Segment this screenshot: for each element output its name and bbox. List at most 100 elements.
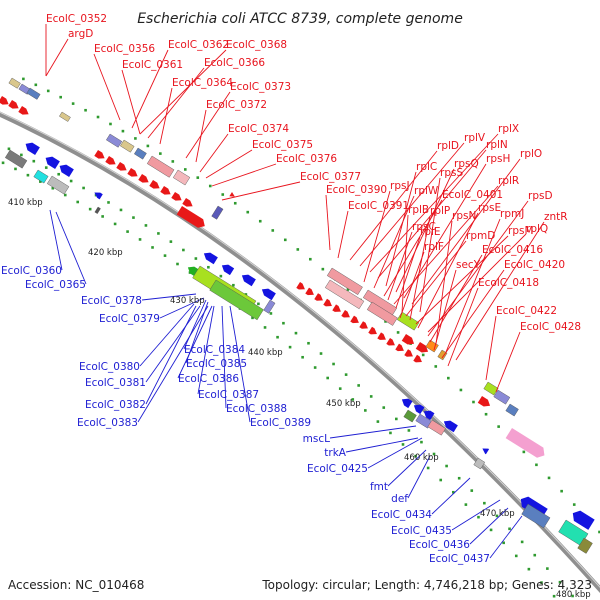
tick-dot [296,248,300,251]
tick-dot [426,466,430,470]
tick-dot [332,362,335,366]
reverse-gene-label: EcolC_0385 [186,358,247,370]
reverse-gene-arrow [443,420,458,433]
tick-dot [283,238,287,242]
tick-dot [520,540,524,544]
forward-leader-line [427,233,527,333]
reverse-gene-arrow [221,264,235,276]
tick-dot [364,409,367,412]
gene-block [8,77,21,89]
tick-dot [514,554,518,558]
tick-dot [76,200,80,204]
tick-dot [309,257,312,261]
forward-leader-line [383,199,443,297]
reverse-gene-arrow [423,410,435,421]
forward-gene-arrow [8,100,19,109]
tick-dot [407,429,411,432]
tick-dot [326,376,329,380]
tick-dot [269,312,273,315]
forward-gene-label: rplB [408,204,429,216]
forward-gene-label: EcolC_0418 [478,277,539,289]
forward-gene-label: rpsC [412,221,436,233]
forward-gene-arrow [413,354,422,363]
reverse-leader-line [145,305,201,383]
forward-leader-line [403,163,487,299]
reverse-leader-line [159,297,205,319]
gene-block [403,409,417,423]
reverse-gene-label: EcolC_0384 [184,344,245,356]
forward-gene-arrow [332,304,341,312]
reverse-gene-label: EcolC_0360 [1,265,62,277]
tick-dot [420,440,423,444]
tick-dot [470,489,474,492]
reverse-leader-line [139,303,195,367]
reverse-gene-label: EcolC_0379 [99,313,160,325]
forward-gene-label: EcolC_0361 [122,59,183,71]
gene-block [209,279,264,321]
forward-gene-label: EcolC_0352 [46,13,107,25]
tick-dot [376,420,380,423]
forward-leader-line [349,150,438,261]
tick-dot [276,335,279,339]
forward-gene-arrow [105,156,116,165]
forward-gene-arrow [94,150,105,159]
tick-dot [357,384,360,387]
forward-leader-line [121,69,141,135]
gene-block [146,155,175,178]
tick-dot [414,454,417,458]
tick-dot [389,431,392,435]
tick-dot [258,219,262,223]
tick-dot [508,527,511,531]
forward-leader-line [433,269,457,351]
forward-gene-arrow [171,192,182,201]
tick-dot [319,352,323,355]
tick-dot [552,594,556,598]
tick-dot [282,321,285,325]
forward-gene-label: rpsN [452,210,476,222]
reverse-gene-arrow [25,142,40,156]
tick-dot [288,345,292,349]
forward-gene-label: rpsH [486,153,510,165]
tick-dot [447,376,450,380]
tick-dot [263,326,267,329]
reverse-leader-line [197,305,215,395]
tick-dot [346,288,350,291]
gene-block [59,111,71,122]
reverse-leader-line [141,293,197,301]
kbp-label: 440 kbp [248,348,283,358]
forward-gene-label: rpsJ [390,180,410,192]
forward-gene-label: EcolC_0356 [94,43,155,55]
reverse-leader-line [451,499,501,531]
tick-dot [151,246,154,249]
tick-dot [522,450,526,454]
tick-dot [163,254,167,257]
reverse-gene-label: EcolC_0389 [250,417,311,429]
tick-dot [22,77,25,81]
forward-gene-label: rpsD [528,190,553,202]
tick-dot [233,201,237,205]
reverse-leader-line [183,299,207,350]
forward-gene-arrow [305,287,314,296]
forward-gene-arrow [160,186,171,195]
gene-block [134,147,147,160]
gene-block [326,267,363,295]
gene-block [120,139,135,153]
reverse-gene-label: mscL [303,433,330,445]
genome-backbone [0,111,600,594]
tick-dot [257,302,260,306]
reverse-gene-label: EcolC_0381 [85,377,146,389]
reverse-leader-line [387,449,427,487]
forward-gene-label: rpsS [440,167,463,179]
forward-leader-line [139,49,227,135]
gene-block [577,537,593,554]
tick-dot [384,320,387,323]
tick-dot [109,122,112,126]
tick-dot [547,476,551,480]
reverse-gene-label: EcolC_0380 [79,361,140,373]
reverse-leader-line [431,477,471,515]
forward-leader-line [495,331,521,393]
forward-gene-label: rplQ [526,223,548,235]
map-title: Escherichia coli ATCC 8739, complete gen… [137,11,463,27]
forward-gene-arrow [377,332,386,340]
forward-gene-label: EcolC_0390 [326,184,387,196]
